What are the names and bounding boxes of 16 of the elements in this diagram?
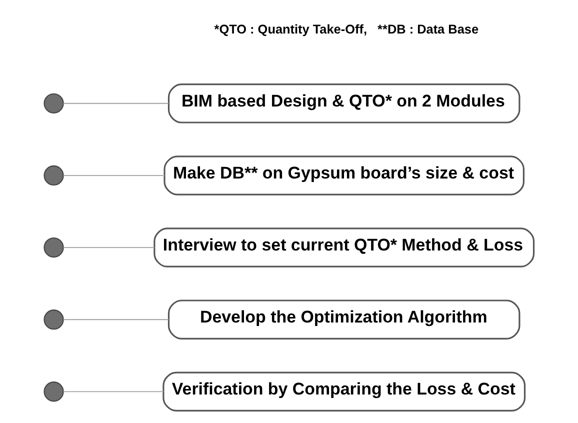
node-circle xyxy=(44,165,64,186)
node-circle xyxy=(44,237,64,258)
node-box: BIM based Design & QTO* on 2 Modules xyxy=(168,84,520,124)
connector xyxy=(63,174,164,176)
node-box: Verification by Comparing the Loss & Cost xyxy=(162,372,526,412)
node-box: Make DB** on Gypsum board’s size & cost xyxy=(164,156,524,196)
node-box: Interview to set current QTO* Method & Loss xyxy=(154,228,535,268)
node-circle xyxy=(44,382,64,402)
node-box: Develop the Optimization Algorithm xyxy=(168,300,520,340)
node-circle xyxy=(44,93,64,114)
connector xyxy=(63,319,169,320)
connector xyxy=(63,102,169,104)
connector xyxy=(63,391,164,392)
label: *QTO : Quantity Take-Off, **DB : Data Base xyxy=(214,22,479,37)
connector xyxy=(63,247,154,248)
node-circle xyxy=(44,310,64,330)
